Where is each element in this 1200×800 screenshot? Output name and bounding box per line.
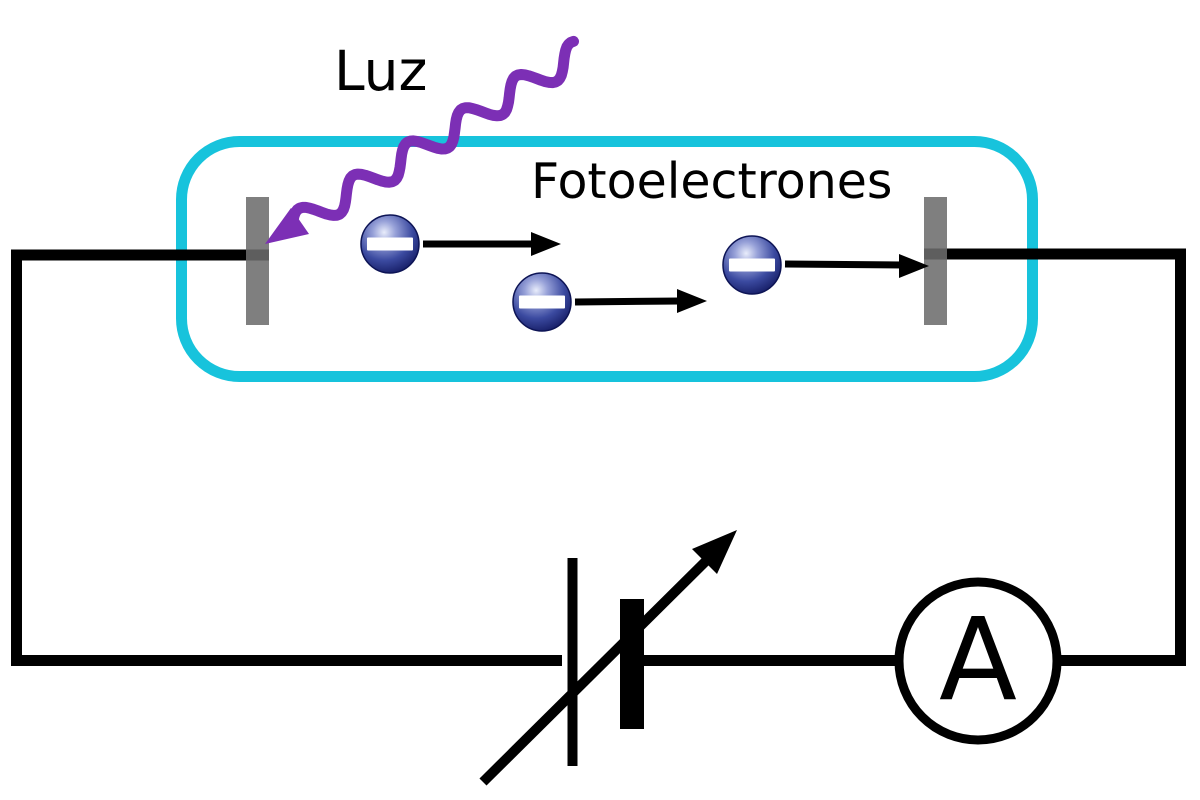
photon-wave bbox=[286, 35, 579, 234]
ammeter-letter: A bbox=[939, 593, 1017, 727]
electron-2 bbox=[512, 272, 572, 332]
minus-sign-icon bbox=[367, 237, 413, 251]
electron-arrowhead-1-icon bbox=[531, 232, 561, 256]
electron-arrow-2 bbox=[574, 297, 682, 306]
electron-3 bbox=[722, 235, 782, 295]
anode-plate bbox=[924, 197, 947, 325]
battery-plate-long-icon bbox=[567, 558, 578, 766]
cathode-plate bbox=[246, 197, 269, 325]
photon-arrowhead-icon bbox=[265, 208, 309, 244]
anode-wire-junction bbox=[924, 248, 947, 260]
minus-sign-icon bbox=[729, 258, 775, 272]
electron-1 bbox=[360, 214, 420, 274]
photoelectrons-label: Fotoelectrones bbox=[531, 153, 893, 210]
cathode-wire-junction bbox=[246, 249, 269, 261]
variable-arrow-shaft bbox=[479, 557, 710, 786]
battery-plate-short-icon bbox=[620, 599, 644, 729]
electron-arrowhead-3-icon bbox=[899, 254, 929, 278]
ammeter-circle bbox=[894, 577, 1062, 745]
electron-arrow-3 bbox=[784, 260, 904, 269]
variable-arrowhead-icon bbox=[692, 530, 737, 574]
wire-left-loop bbox=[11, 249, 562, 666]
wire-right-loop bbox=[947, 248, 1186, 666]
electron-arrowhead-2-icon bbox=[677, 289, 707, 313]
minus-sign-icon bbox=[519, 295, 565, 309]
light-label: Luz bbox=[334, 39, 428, 103]
